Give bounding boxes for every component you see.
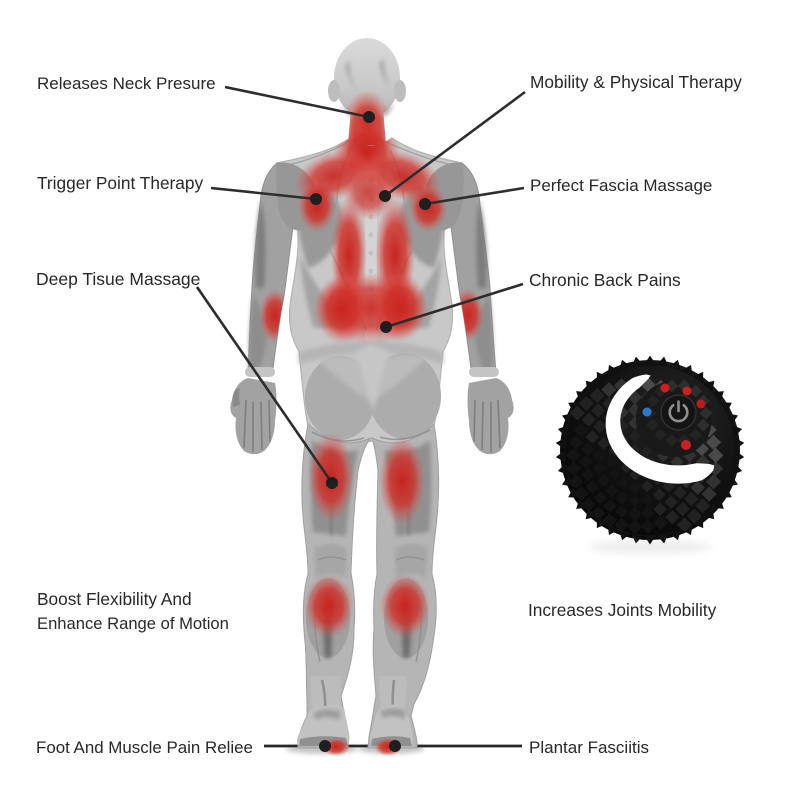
- svg-text:Boost Flexibility And: Boost Flexibility And: [37, 589, 192, 609]
- svg-text:Plantar Fasciitis: Plantar Fasciitis: [529, 738, 649, 757]
- svg-text:Trigger Point Therapy: Trigger Point Therapy: [37, 173, 204, 193]
- svg-text:Mobility & Physical Therapy: Mobility & Physical Therapy: [530, 72, 742, 92]
- svg-text:Foot And Muscle Pain Reliee: Foot And Muscle Pain Reliee: [36, 738, 253, 757]
- svg-text:Releases Neck Presure: Releases Neck Presure: [37, 74, 216, 93]
- svg-text:Enhance Range of Motion: Enhance Range of Motion: [37, 614, 229, 633]
- svg-text:Perfect Fascia Massage: Perfect Fascia Massage: [530, 176, 712, 195]
- svg-text:Chronic Back Pains: Chronic Back Pains: [529, 270, 681, 290]
- svg-text:Deep Tisue Massage: Deep Tisue Massage: [36, 269, 200, 289]
- svg-text:Increases Joints Mobility: Increases Joints Mobility: [528, 600, 717, 620]
